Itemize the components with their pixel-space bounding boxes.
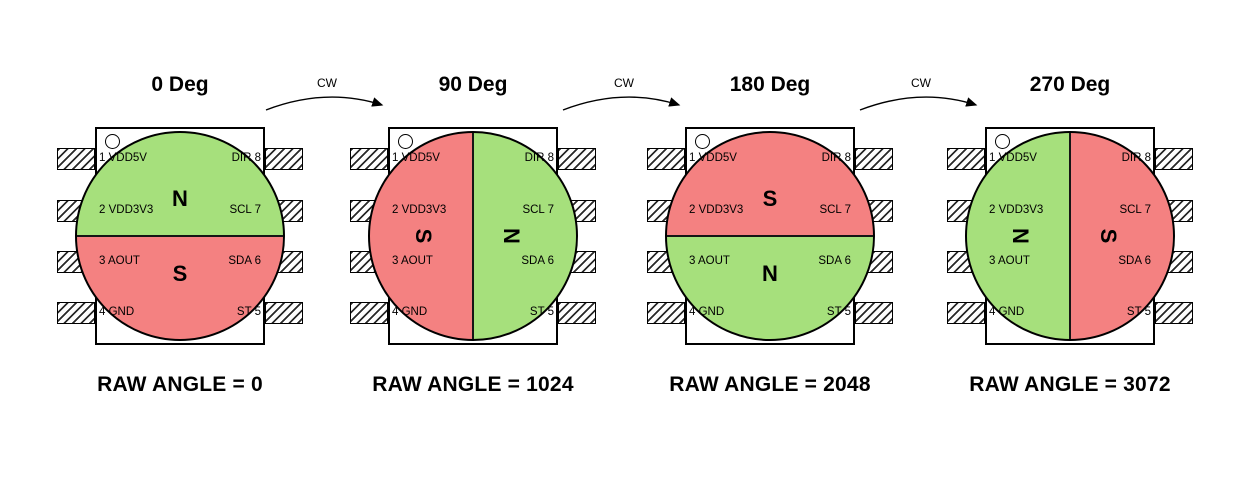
encoder-chip: S N 1 VDD5V 2 VDD3V3 3 AOUT 4 GND DIR 8 … [620,65,920,425]
raw-angle-value: RAW ANGLE = 1024 [372,373,574,396]
pin-label: 4 GND [99,306,135,318]
rotation-state-unit: 180 Deg S N 1 VDD5V 2 VDD3V3 3 AOUT 4 GN… [620,65,920,425]
pole-label: N [1007,228,1033,244]
pin-label: 2 VDD3V3 [99,204,154,216]
chip-pin [265,302,303,324]
pin1-indicator-dot [695,134,710,149]
pin-label: 3 AOUT [99,255,140,267]
cw-arrow-icon [859,96,978,111]
chip-pin [558,302,596,324]
raw-angle-value: RAW ANGLE = 2048 [669,373,871,396]
magnet-disc [75,131,285,341]
chip-pin [947,302,985,324]
pin-label: 3 AOUT [989,255,1030,267]
chip-pin [1155,148,1193,170]
chip-pin [647,148,685,170]
chip-pin [350,148,388,170]
raw-angle-value: RAW ANGLE = 3072 [969,373,1171,396]
diametric-magnet: N S [965,131,1175,341]
rotation-state-unit: 270 Deg N S 1 VDD5V 2 VDD3V3 3 AOUT 4 GN… [920,65,1220,425]
cw-label: CW [317,76,337,90]
pin-label: 3 AOUT [392,255,433,267]
pole-label: N [762,261,778,287]
pin-label: ST 5 [826,306,851,318]
pin-label: SCL 7 [522,204,554,216]
cw-arrow: CW [856,76,986,114]
pin-label: DIR 8 [1121,152,1151,164]
rotation-state-unit: 90 Deg S N 1 VDD5V 2 VDD3V3 3 AOUT 4 GND… [323,65,623,425]
chip-pin [57,302,95,324]
diametric-magnet: N S [75,131,285,341]
magnet-disc [665,131,875,341]
chip-pin [855,148,893,170]
pin-label: ST 5 [236,306,261,318]
pin-label: 1 VDD5V [392,152,440,164]
pin-label: SCL 7 [819,204,851,216]
chip-pin [1155,302,1193,324]
pin-label: 1 VDD5V [989,152,1037,164]
encoder-chip: N S 1 VDD5V 2 VDD3V3 3 AOUT 4 GND DIR 8 … [30,65,330,425]
raw-angle-value: RAW ANGLE = 0 [97,373,263,396]
magnet-disc [965,131,1175,341]
pole-label: S [172,261,188,287]
pin1-indicator-dot [105,134,120,149]
rotation-state-unit: 0 Deg N S 1 VDD5V 2 VDD3V3 3 AOUT 4 GND … [30,65,330,425]
pin-label: 2 VDD3V3 [392,204,447,216]
chip-pin [855,302,893,324]
pole-label: S [410,228,436,244]
angle-title: 180 Deg [729,73,811,96]
pin-label: DIR 8 [231,152,261,164]
angle-title: 0 Deg [151,73,209,96]
pin-label: 4 GND [989,306,1025,318]
cw-label: CW [911,76,931,90]
pin-label: DIR 8 [524,152,554,164]
diametric-magnet: S N [368,131,578,341]
pin-label: 3 AOUT [689,255,730,267]
pin-label: SDA 6 [818,255,851,267]
pin-label: SCL 7 [1119,204,1151,216]
encoder-chip: N S 1 VDD5V 2 VDD3V3 3 AOUT 4 GND DIR 8 … [920,65,1220,425]
pin-label: 2 VDD3V3 [989,204,1044,216]
pin-label: SDA 6 [228,255,261,267]
cw-arrow-icon [265,96,384,111]
pin-label: ST 5 [1126,306,1151,318]
pole-label: S [762,185,778,211]
pin-label: ST 5 [529,306,554,318]
diametric-magnet: S N [665,131,875,341]
pin1-indicator-dot [398,134,413,149]
cw-arrow: CW [559,76,689,114]
chip-pin [265,148,303,170]
chip-pin [647,302,685,324]
cw-arrow-icon [562,96,681,111]
pin-label: 1 VDD5V [689,152,737,164]
pin-label: 4 GND [689,306,725,318]
cw-label: CW [614,76,634,90]
pole-label: N [498,228,524,244]
pole-label: S [1095,228,1121,244]
chip-pin [57,148,95,170]
pin-label: SCL 7 [229,204,261,216]
pin-label: SDA 6 [1118,255,1151,267]
angle-title: 270 Deg [1029,73,1111,96]
encoder-chip: S N 1 VDD5V 2 VDD3V3 3 AOUT 4 GND DIR 8 … [323,65,623,425]
pin-label: DIR 8 [821,152,851,164]
chip-pin [947,148,985,170]
pin-label: 4 GND [392,306,428,318]
magnet-disc [368,131,578,341]
pole-label: N [172,185,188,211]
pin-label: SDA 6 [521,255,554,267]
pin-label: 2 VDD3V3 [689,204,744,216]
chip-pin [350,302,388,324]
pin-label: 1 VDD5V [99,152,147,164]
cw-arrow: CW [262,76,392,114]
pin1-indicator-dot [995,134,1010,149]
chip-pin [558,148,596,170]
angle-title: 90 Deg [438,73,508,96]
